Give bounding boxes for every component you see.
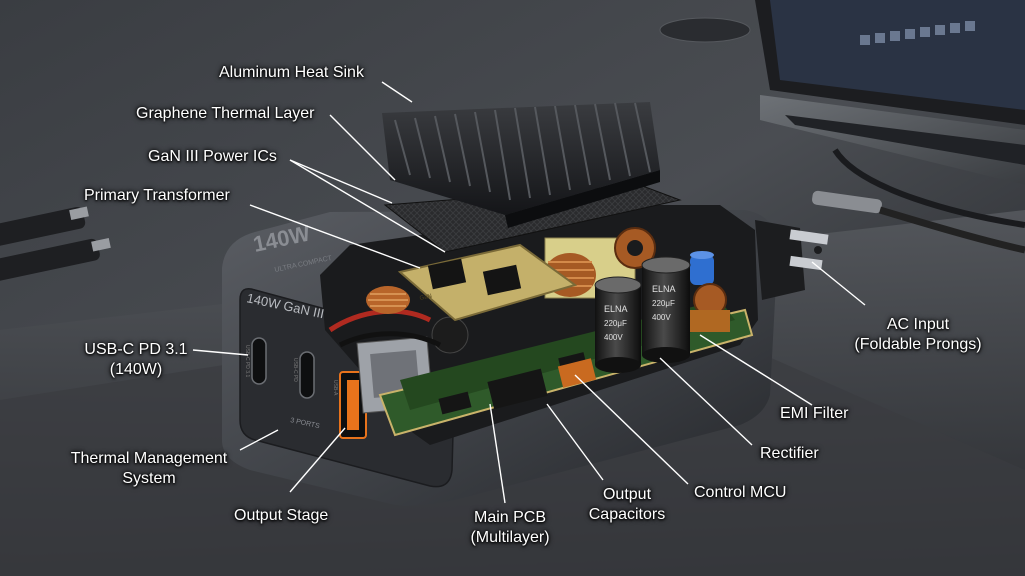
gan-ic-1: [427, 258, 467, 290]
output-capacitor-2: ELNA 220μF 400V: [641, 256, 691, 363]
callout-leader-lines: [192, 81, 866, 504]
spare-cables: [0, 206, 111, 282]
label-main-pcb: Main PCB (Multilayer): [470, 509, 550, 546]
laptop: [755, 0, 1025, 185]
label-graphene-thermal-layer: Graphene Thermal Layer: [136, 105, 315, 122]
gan-ic-2: [482, 264, 522, 296]
label-emi-filter: EMI Filter: [780, 405, 849, 422]
inductor: [614, 227, 656, 269]
rectifier-component: [557, 358, 597, 388]
label-aluminum-heat-sink: Aluminum Heat Sink: [219, 64, 364, 81]
svg-text:ELNA: ELNA: [604, 304, 628, 314]
label-gan-power-ics: GaN III Power ICs: [148, 148, 277, 165]
copper-coil-left: [366, 286, 410, 314]
svg-text:GaN: GaN: [419, 294, 432, 302]
blue-capacitor: [690, 251, 714, 285]
label-usb-c-pd: USB-C PD 3.1 (140W): [84, 341, 188, 378]
usb-plug: [812, 190, 882, 214]
laptop-cable: [832, 148, 1025, 228]
label-thermal-management: Thermal Management System: [70, 450, 228, 487]
svg-text:400V: 400V: [652, 313, 671, 322]
usb-a-port: USB-A: [332, 371, 367, 439]
control-mcu-chip: [487, 368, 548, 410]
svg-text:USB-A: USB-A: [332, 380, 338, 396]
label-primary-transformer: Primary Transformer: [84, 187, 230, 204]
aluminum-heat-sink: [382, 102, 660, 228]
label-rectifier: Rectifier: [760, 445, 819, 462]
label-control-mcu: Control MCU: [694, 484, 787, 501]
usb-c-port-2: USB-C PD: [292, 351, 315, 399]
svg-text:ELNA: ELNA: [652, 284, 676, 294]
svg-text:220μF: 220μF: [604, 319, 627, 328]
svg-text:220μF: 220μF: [652, 299, 675, 308]
svg-text:USB-C PD 3.1: USB-C PD 3.1: [244, 345, 250, 377]
ac-input-prongs: [755, 220, 829, 300]
label-ac-input: AC Input (Foldable Prongs): [854, 316, 982, 353]
emi-filter-inductor: [690, 283, 730, 332]
cable-grommet: [659, 17, 751, 43]
label-output-capacitors: Output Capacitors: [588, 486, 666, 523]
svg-text:400V: 400V: [604, 333, 623, 342]
output-capacitor-1: ELNA 220μF 400V: [594, 276, 642, 373]
label-output-stage: Output Stage: [234, 507, 329, 524]
svg-text:USB-C PD: USB-C PD: [292, 358, 298, 382]
gan-power-ic-board: GaN: [397, 243, 578, 322]
usb-c-port-1: USB-C PD 3.1: [244, 337, 267, 385]
